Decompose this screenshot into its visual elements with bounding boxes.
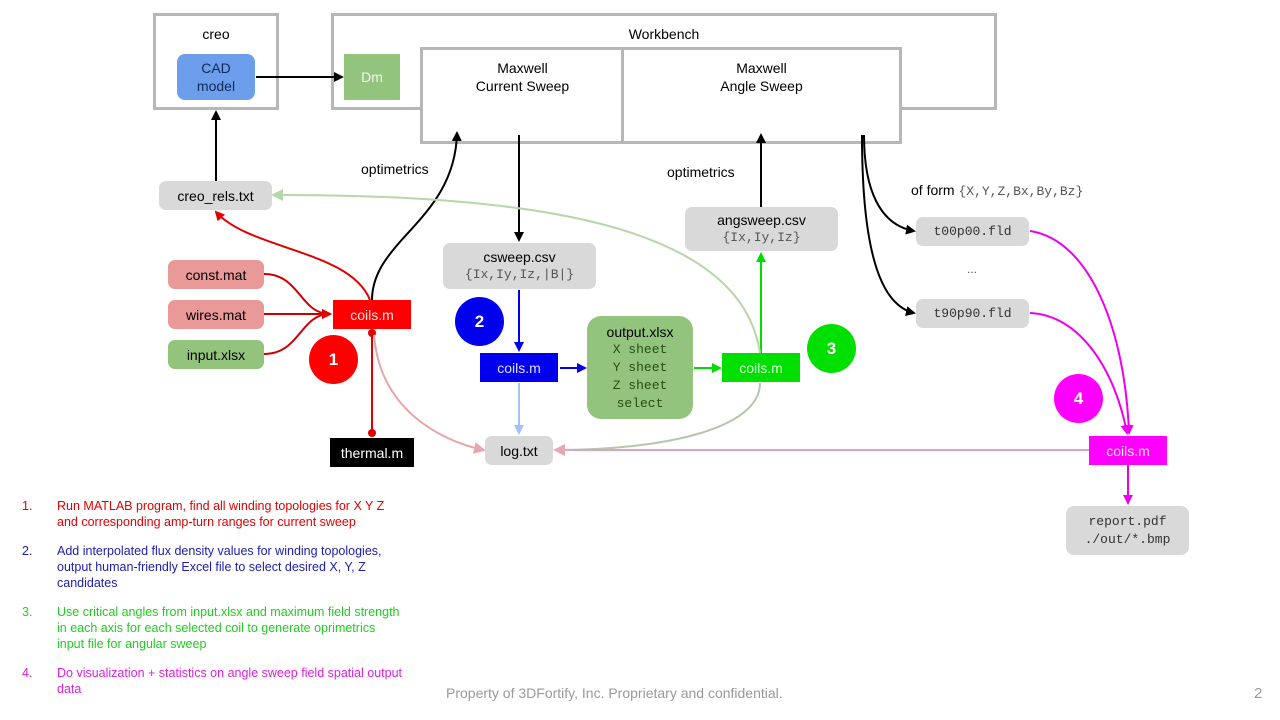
- maxwell-angle-line1: Maxwell: [736, 60, 787, 76]
- coils-step1-node[interactable]: coils.m: [333, 300, 411, 329]
- note-2-text: Add interpolated flux density values for…: [57, 544, 382, 590]
- cad-model-node[interactable]: CAD model: [177, 54, 255, 100]
- optimetrics-label-right: optimetrics: [667, 164, 735, 180]
- of-form-prefix: of form: [911, 182, 955, 198]
- coils-step4-node[interactable]: coils.m: [1089, 436, 1167, 465]
- note-2: 2. Add interpolated flux density values …: [22, 543, 402, 591]
- workbench-frame-title: Workbench: [628, 26, 700, 42]
- note-1-text: Run MATLAB program, find all winding top…: [57, 499, 385, 529]
- angsweep-format: {Ix,Iy,Iz}: [722, 230, 801, 245]
- output-sheet-select: select: [616, 395, 664, 411]
- fld-file-t00p00[interactable]: t00p00.fld: [916, 217, 1029, 246]
- maxwell-current-line1: Maxwell: [497, 60, 548, 76]
- wires-mat-file[interactable]: wires.mat: [168, 300, 264, 329]
- maxwell-current-title: Maxwell Current Sweep: [423, 59, 622, 95]
- creo-frame: creo: [153, 13, 279, 110]
- input-xlsx-file[interactable]: input.xlsx: [168, 340, 264, 369]
- output-xlsx-name: output.xlsx: [606, 323, 674, 340]
- note-4-text: Do visualization + statistics on angle s…: [57, 666, 402, 696]
- maxwell-current-sweep-frame: Maxwell Current Sweep: [420, 47, 625, 144]
- fld-ellipsis: ...: [967, 262, 978, 276]
- report-output-file[interactable]: report.pdf ./out/*.bmp: [1066, 506, 1189, 555]
- note-4: 4. Do visualization + statistics on angl…: [22, 665, 402, 697]
- coils-step3-node[interactable]: coils.m: [722, 353, 800, 382]
- csweep-name: csweep.csv: [483, 249, 556, 265]
- of-form-label: of form {X,Y,Z,Bx,By,Bz}: [911, 182, 1083, 199]
- angsweep-csv-file[interactable]: angsweep.csv {Ix,Iy,Iz}: [685, 207, 838, 251]
- const-mat-file[interactable]: const.mat: [168, 260, 264, 289]
- page-number: 2: [1254, 685, 1263, 702]
- step-badge-2: 2: [455, 297, 504, 346]
- arrow-maxwell-to-t90: [861, 134, 916, 317]
- fld-file-t90p90[interactable]: t90p90.fld: [916, 299, 1029, 328]
- csweep-format: {Ix,Iy,Iz,|B|}: [464, 267, 575, 282]
- coils-step2-node[interactable]: coils.m: [480, 353, 558, 382]
- note-3: 3. Use critical angles from input.xlsx a…: [22, 604, 402, 652]
- note-3-text: Use critical angles from input.xlsx and …: [57, 605, 400, 651]
- note-1: 1. Run MATLAB program, find all winding …: [22, 498, 402, 530]
- angsweep-name: angsweep.csv: [717, 212, 806, 228]
- step-badge-4: 4: [1054, 374, 1103, 423]
- note-4-number: 4.: [22, 666, 33, 680]
- cad-model-line1: CAD: [201, 60, 231, 76]
- note-3-number: 3.: [22, 605, 33, 619]
- output-sheet-y: Y sheet: [612, 359, 668, 375]
- of-form-format: {X,Y,Z,Bx,By,Bz}: [958, 184, 1084, 199]
- output-xlsx-file[interactable]: output.xlsx X sheet Y sheet Z sheet sele…: [587, 316, 693, 419]
- maxwell-angle-sweep-frame: Maxwell Angle Sweep: [621, 47, 902, 144]
- confidentiality-footer: Property of 3DFortify, Inc. Proprietary …: [446, 685, 783, 701]
- note-2-number: 2.: [22, 544, 33, 558]
- dm-node[interactable]: Dm: [344, 54, 400, 100]
- arrow-maxwell-to-t00: [863, 134, 916, 235]
- output-sheet-z: Z sheet: [612, 377, 668, 393]
- report-pdf-line: report.pdf: [1088, 513, 1167, 529]
- arrow-const-to-coils1: [263, 273, 332, 319]
- cad-model-line2: model: [196, 78, 236, 94]
- maxwell-current-line2: Current Sweep: [475, 78, 570, 94]
- maxwell-angle-line2: Angle Sweep: [720, 78, 803, 94]
- note-1-number: 1.: [22, 499, 33, 513]
- optimetrics-label-left: optimetrics: [361, 161, 429, 177]
- creo-rels-file[interactable]: creo_rels.txt: [159, 181, 272, 210]
- report-bmp-line: ./out/*.bmp: [1084, 531, 1171, 547]
- log-txt-file[interactable]: log.txt: [485, 436, 553, 465]
- step-notes: 1. Run MATLAB program, find all winding …: [22, 498, 402, 710]
- arrow-coils1-to-log: [373, 334, 486, 454]
- csweep-csv-file[interactable]: csweep.csv {Ix,Iy,Iz,|B|}: [443, 243, 596, 289]
- maxwell-angle-title: Maxwell Angle Sweep: [624, 59, 899, 95]
- thermal-node[interactable]: thermal.m: [330, 438, 414, 467]
- creo-frame-title: creo: [202, 26, 230, 42]
- step-badge-1: 1: [309, 335, 358, 384]
- output-sheet-x: X sheet: [612, 341, 668, 357]
- step-badge-3: 3: [807, 324, 856, 373]
